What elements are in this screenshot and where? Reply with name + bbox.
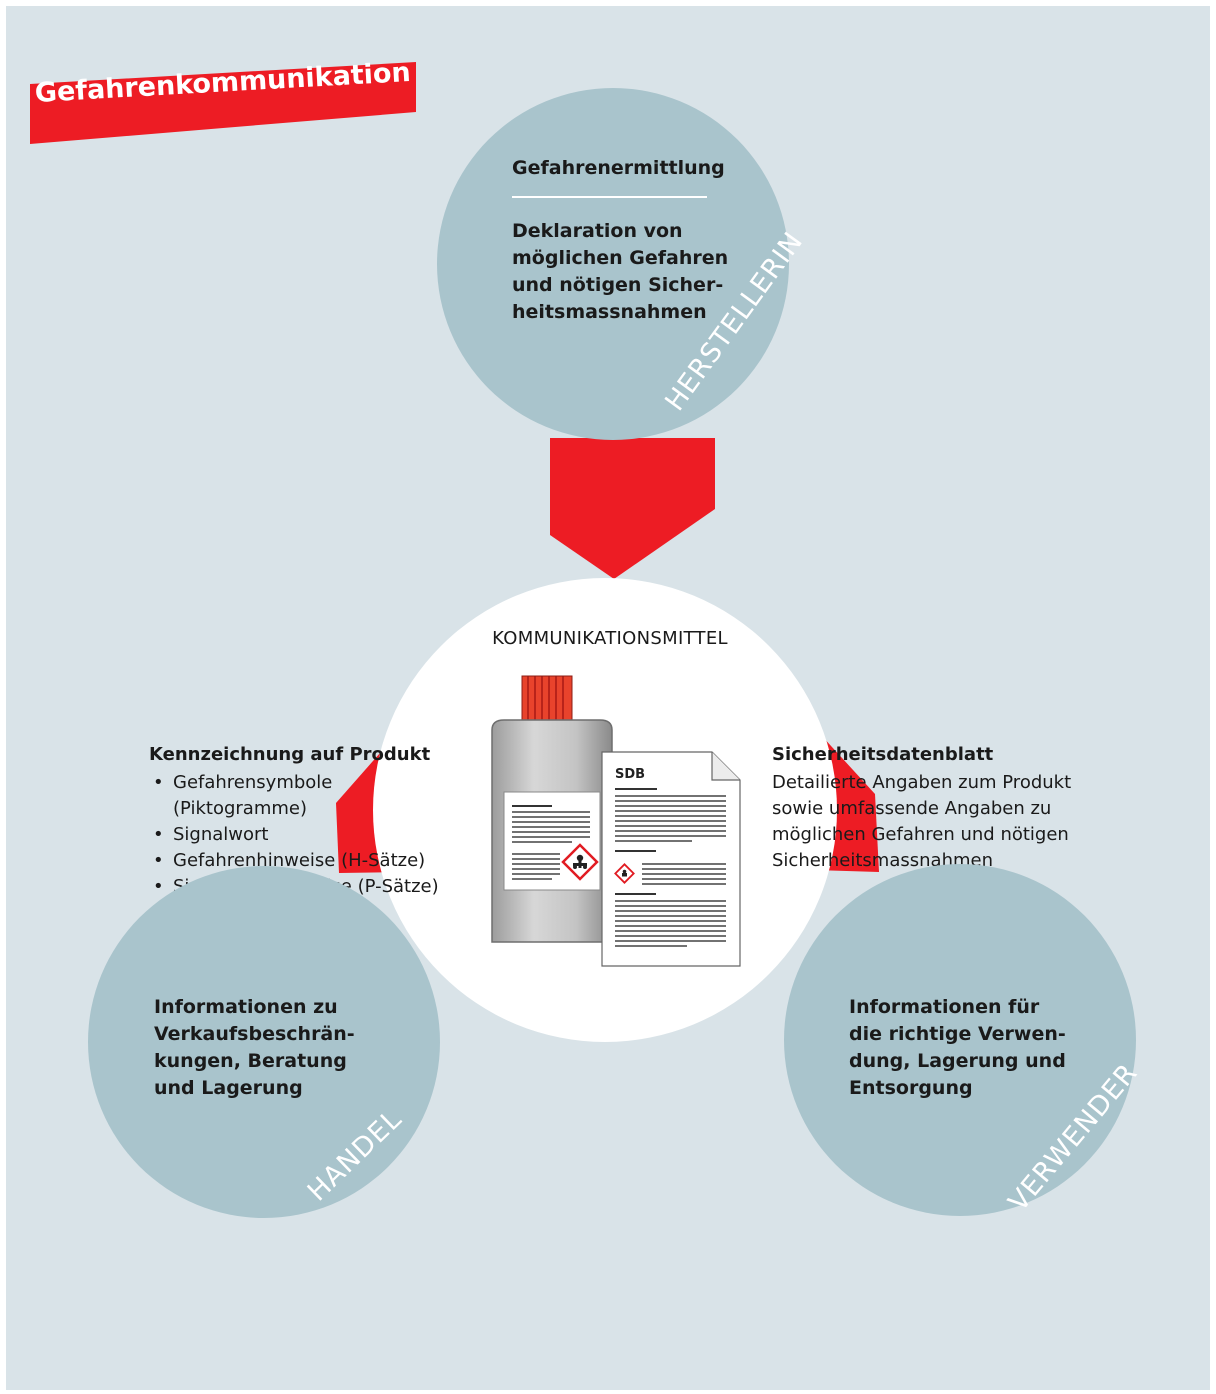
kommunikationsmittel-heading: KOMMUNIKATIONSMITTEL	[492, 628, 728, 649]
list-item: Gefahrenhinweise (H-Sätze)	[151, 848, 481, 874]
sdb-document: SDB	[601, 751, 741, 967]
bottle-label	[503, 791, 601, 891]
bottle-cap	[521, 675, 573, 723]
ghs-pictogram-small	[614, 863, 635, 884]
ghs-pictogram-large	[561, 843, 599, 881]
handel-circle	[88, 866, 440, 1218]
sdb-label: SDB	[615, 767, 645, 782]
herstellerin-divider	[512, 196, 707, 198]
arrow-herstellerin-to-center	[550, 438, 715, 579]
product-illustration: SDB	[491, 675, 741, 967]
kennzeichnung-heading: Kennzeichnung auf Produkt	[149, 744, 431, 765]
sdb-heading: Sicherheitsdatenblatt	[772, 744, 994, 765]
herstellerin-text: Deklaration von möglichen Gefahren und n…	[512, 220, 729, 323]
diagram-canvas: Gefahrenkommunikation Gefahrenermittlung…	[6, 6, 1210, 1390]
handel-text: Informationen zu Verkaufsbeschrän- kunge…	[154, 996, 355, 1099]
title-banner	[30, 62, 416, 144]
verwender-circle	[784, 864, 1136, 1216]
herstellerin-circle	[437, 88, 789, 440]
verwender-text: Informationen für die richtige Verwen- d…	[849, 996, 1066, 1099]
list-item: Signalwort	[151, 822, 481, 848]
herstellerin-heading: Gefahrenermittlung	[512, 157, 725, 179]
list-item: Gefahrensymbole (Piktogramme)	[151, 770, 343, 822]
sdb-description: Detailierte Angaben zum Produkt sowie um…	[772, 772, 1072, 871]
